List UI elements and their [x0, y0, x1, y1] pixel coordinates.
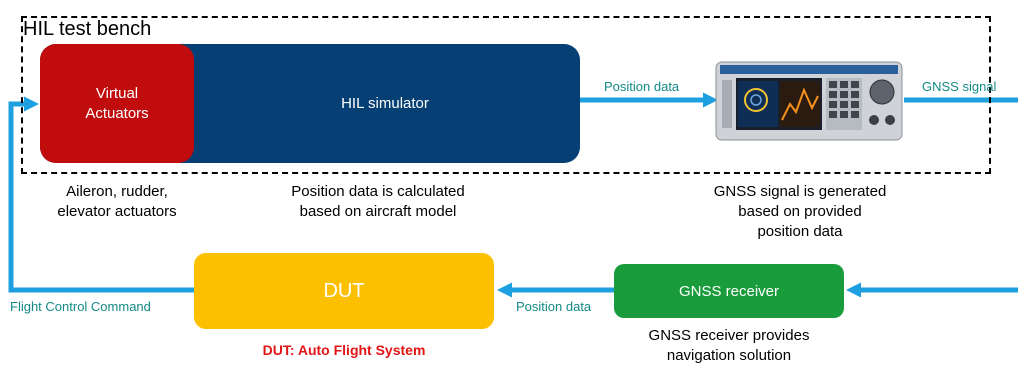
gnss-receiver-label: GNSS receiver [678, 282, 780, 300]
label-position-data-top: Position data [604, 79, 680, 94]
virtual-actuators-label: Virtual Actuators [85, 84, 149, 122]
caption-generator: GNSS signal is generated based on provid… [713, 183, 887, 240]
hil-simulator-label: HIL simulator [341, 95, 429, 112]
label-gnss-signal: GNSS signal [922, 79, 997, 94]
virtual-actuators-block: Virtual Actuators [40, 44, 194, 163]
gnss-receiver-block: GNSS receiver [614, 264, 844, 318]
hil-test-bench-frame [21, 16, 991, 174]
caption-simulator: Position data is calculated based on air… [291, 183, 465, 220]
label-position-data-bottom: Position data [516, 299, 592, 314]
label-flight-control-command: Flight Control Command [10, 299, 151, 314]
caption-receiver: GNSS receiver provides navigation soluti… [648, 327, 810, 364]
dut-block: DUT [194, 253, 494, 329]
dut-label: DUT [323, 279, 365, 302]
caption-dut: DUT: Auto Flight System [262, 342, 426, 358]
caption-actuators: Aileron, rudder, elevator actuators [57, 183, 177, 220]
signal-generator-icon [715, 61, 903, 141]
bench-title: HIL test bench [23, 18, 152, 40]
